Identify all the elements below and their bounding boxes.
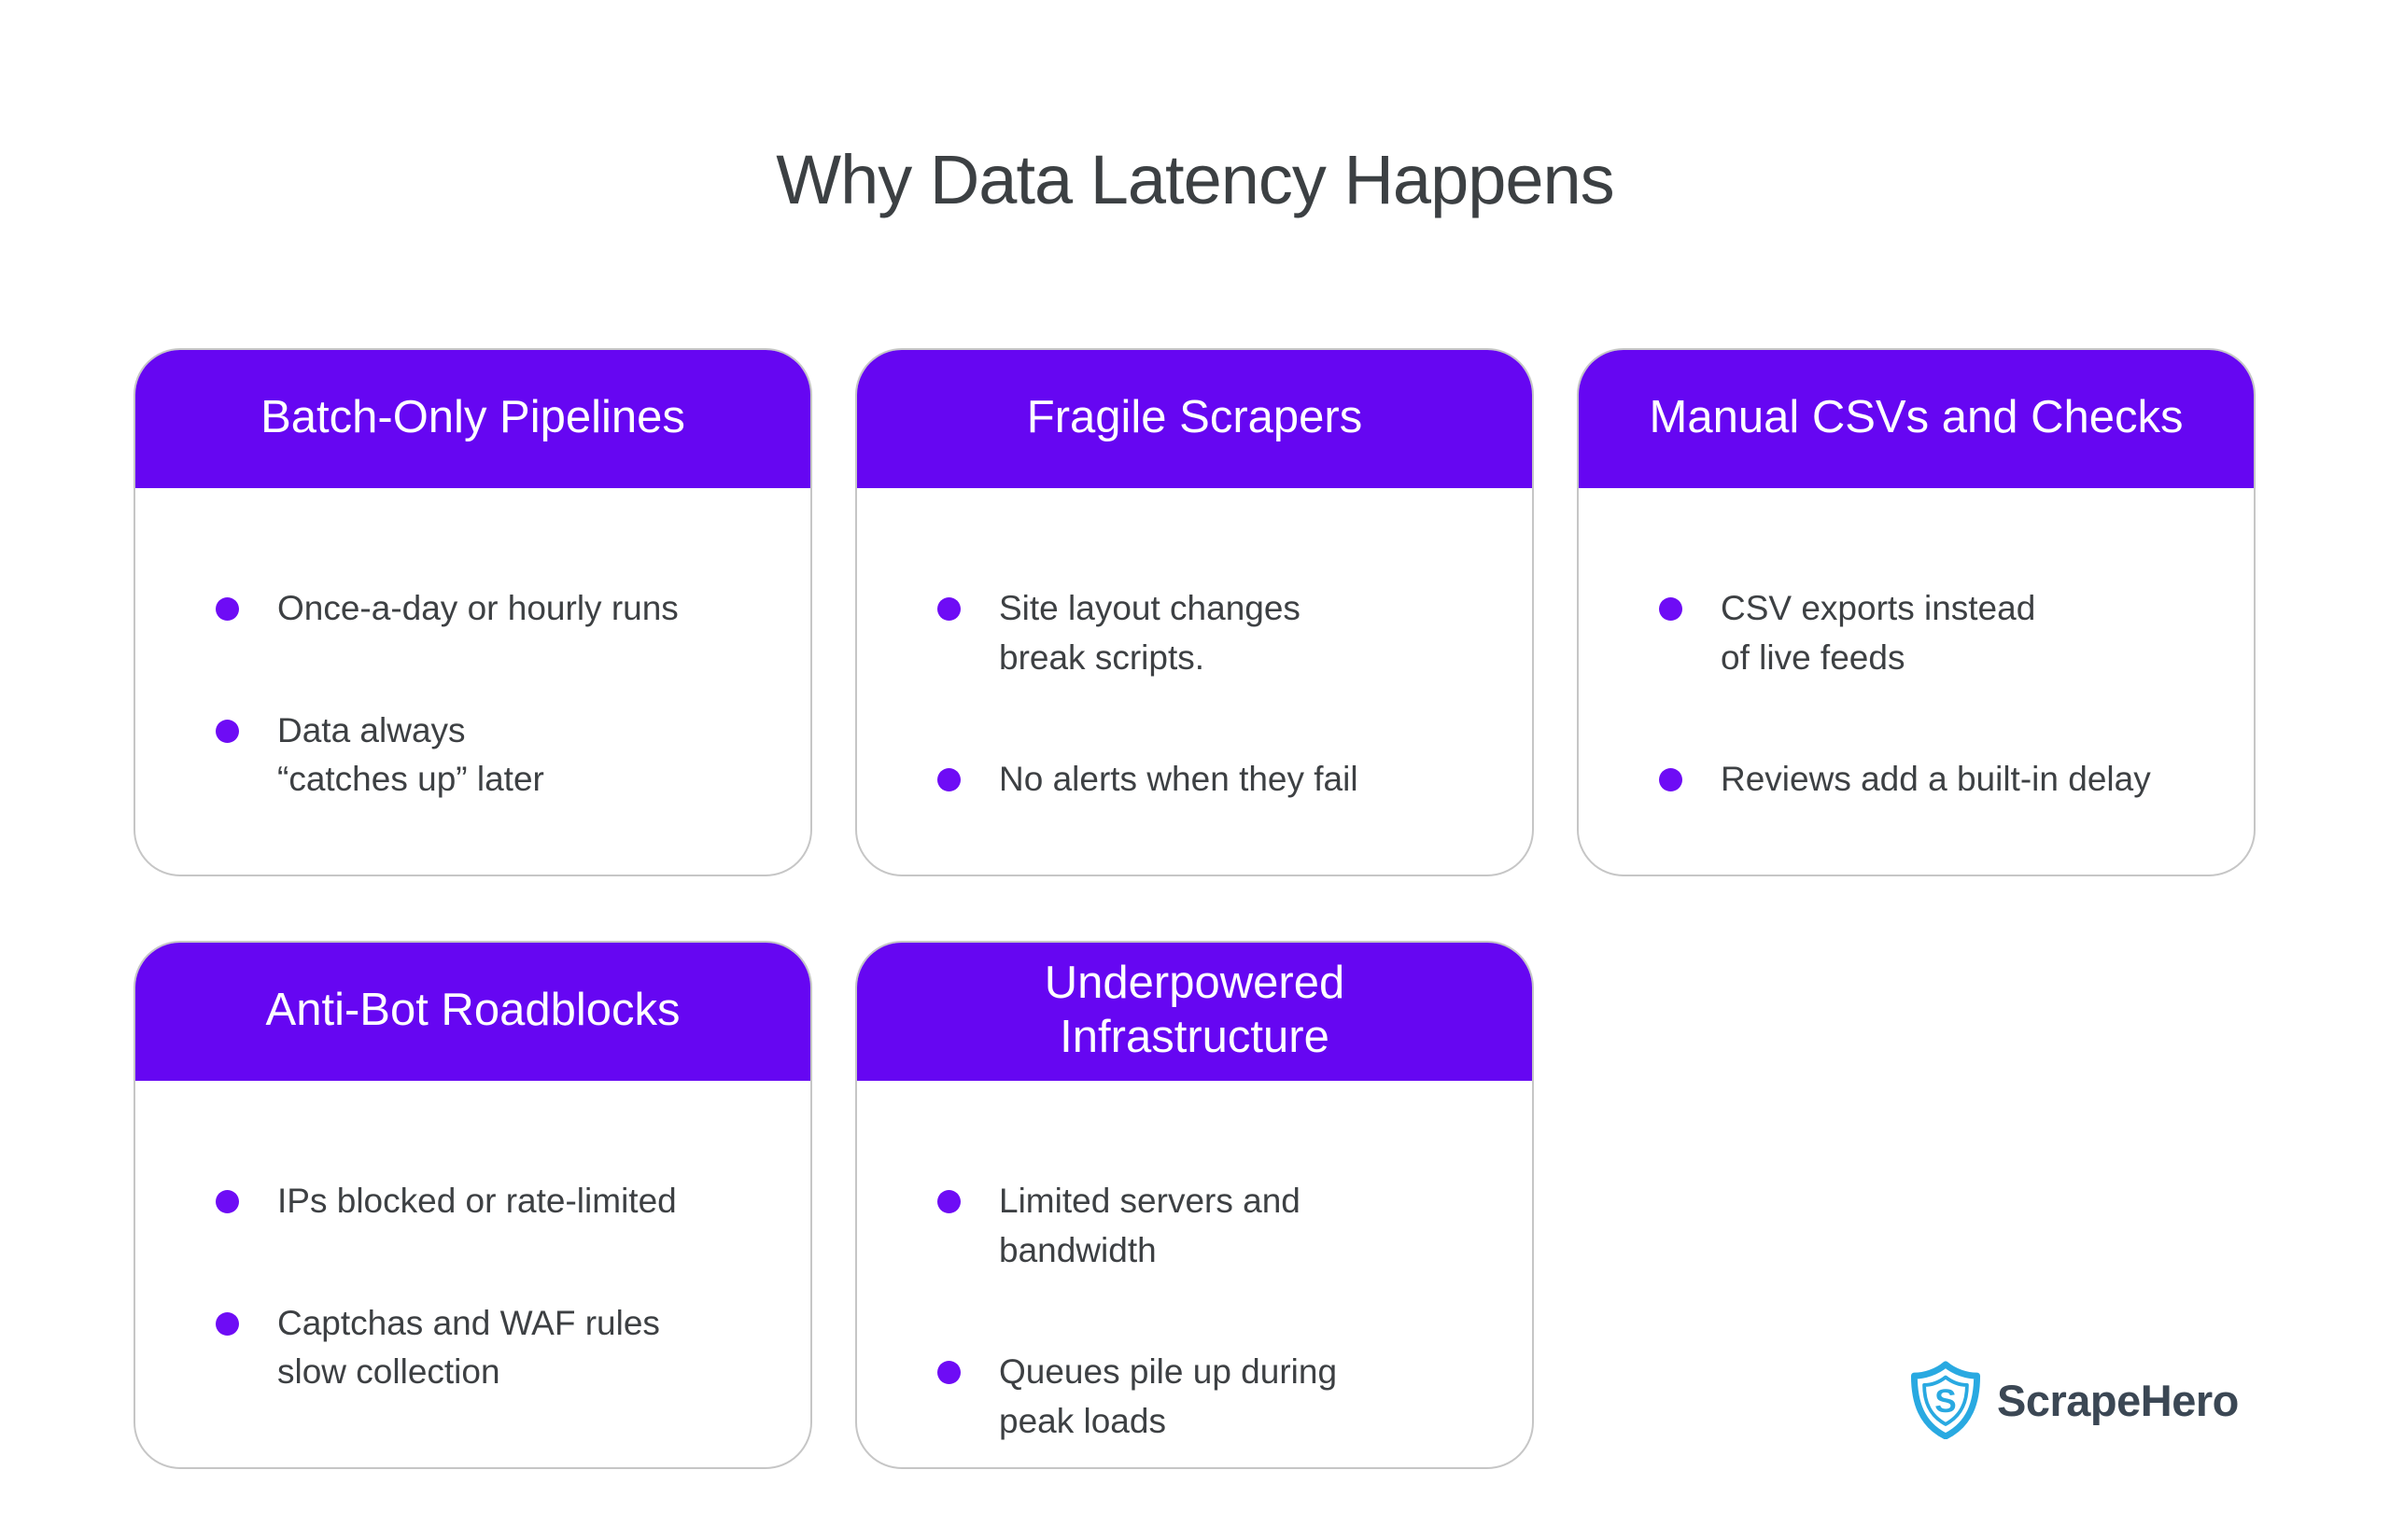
card-body: IPs blocked or rate-limited Captchas and… <box>135 1081 810 1397</box>
card-row-1: Batch-Only Pipelines Once-a-day or hourl… <box>134 348 2256 876</box>
card-underpowered-infrastructure: Underpowered Infrastructure Limited serv… <box>855 941 1534 1469</box>
card-body: Once-a-day or hourly runs Data always “c… <box>135 488 810 805</box>
bullet-icon <box>937 1361 961 1385</box>
card-manual-csvs-and-checks: Manual CSVs and Checks CSV exports inste… <box>1577 348 2256 876</box>
card-header: Underpowered Infrastructure <box>857 943 1532 1081</box>
bullet-icon <box>216 1190 239 1213</box>
bullet-text: Captchas and WAF rules slow collection <box>277 1303 660 1392</box>
bullet-text: No alerts when they fail <box>999 760 1358 799</box>
bullet-icon <box>937 768 961 792</box>
bullet-item: Captchas and WAF rules slow collection <box>216 1299 767 1397</box>
bullet-text: Site layout changes break scripts. <box>999 589 1300 677</box>
card-anti-bot-roadblocks: Anti-Bot Roadblocks IPs blocked or rate-… <box>134 941 812 1469</box>
bullet-item: IPs blocked or rate-limited <box>216 1177 767 1226</box>
page-title: Why Data Latency Happens <box>776 141 1614 218</box>
bullet-text: Queues pile up during peak loads <box>999 1352 1338 1440</box>
card-header: Batch-Only Pipelines <box>135 350 810 488</box>
bullet-item: Once-a-day or hourly runs <box>216 584 767 634</box>
shield-s-icon: S <box>1909 1361 1982 1439</box>
bullet-icon <box>937 1190 961 1213</box>
card-header: Anti-Bot Roadblocks <box>135 943 810 1081</box>
bullet-text: Limited servers and bandwidth <box>999 1182 1300 1269</box>
card-body: CSV exports instead of live feeds Review… <box>1579 488 2254 805</box>
card-fragile-scrapers: Fragile Scrapers Site layout changes bre… <box>855 348 1534 876</box>
bullet-item: Queues pile up during peak loads <box>937 1348 1489 1446</box>
bullet-text: Reviews add a built-in delay <box>1721 760 2151 799</box>
bullet-item: Reviews add a built-in delay <box>1659 755 2211 805</box>
brand-name: ScrapeHero <box>1997 1375 2239 1425</box>
bullet-text: IPs blocked or rate-limited <box>277 1182 677 1220</box>
bullet-text: CSV exports instead of live feeds <box>1721 589 2036 677</box>
card-body: Site layout changes break scripts. No al… <box>857 488 1532 805</box>
bullet-item: Site layout changes break scripts. <box>937 584 1489 682</box>
bullet-icon <box>216 1311 239 1336</box>
bullet-item: Data always “catches up” later <box>216 707 767 805</box>
card-header: Manual CSVs and Checks <box>1579 350 2254 488</box>
card-batch-only-pipelines: Batch-Only Pipelines Once-a-day or hourl… <box>134 348 812 876</box>
scrapehero-logo: S ScrapeHero <box>1909 1361 2239 1439</box>
bullet-icon <box>1659 597 1682 621</box>
card-body: Limited servers and bandwidth Queues pil… <box>857 1081 1532 1446</box>
card-header: Fragile Scrapers <box>857 350 1532 488</box>
card-row-2: Anti-Bot Roadblocks IPs blocked or rate-… <box>134 941 1534 1469</box>
bullet-icon <box>937 597 961 621</box>
bullet-text: Data always “catches up” later <box>277 710 544 799</box>
bullet-item: CSV exports instead of live feeds <box>1659 584 2211 682</box>
bullet-icon <box>216 719 239 743</box>
bullet-item: No alerts when they fail <box>937 755 1489 805</box>
bullet-icon <box>216 597 239 621</box>
bullet-text: Once-a-day or hourly runs <box>277 589 679 627</box>
bullet-item: Limited servers and bandwidth <box>937 1177 1489 1275</box>
bullet-icon <box>1659 768 1682 792</box>
svg-text:S: S <box>1934 1383 1956 1420</box>
